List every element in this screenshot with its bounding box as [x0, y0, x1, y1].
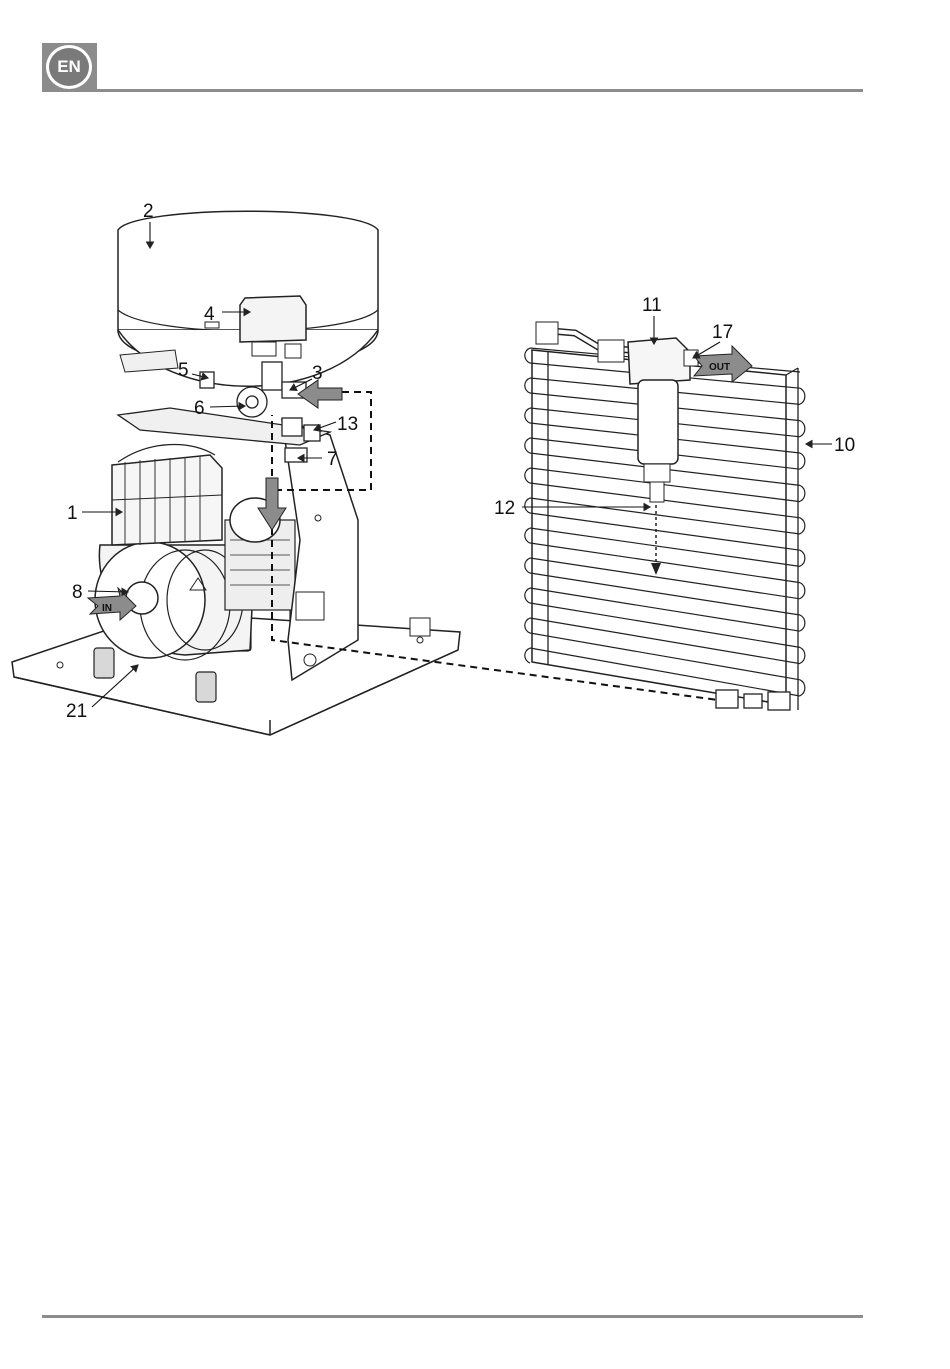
callout-17: 17 — [712, 322, 733, 343]
callout-12: 12 — [494, 498, 515, 519]
coil-bend-left — [525, 528, 530, 543]
coil-bend-left — [525, 468, 530, 483]
coil-bend-left — [525, 618, 530, 633]
coil-bend-right — [800, 550, 805, 566]
coil-bend-left — [525, 558, 530, 573]
coil-bend-right — [800, 680, 805, 696]
callout-7: 7 — [327, 449, 338, 470]
coil-bend-left — [525, 348, 530, 363]
callout-4: 4 — [204, 304, 215, 325]
coil-bend-right — [800, 583, 805, 599]
coil-bend-left — [525, 408, 530, 423]
coil-bend-left — [525, 588, 530, 603]
callout-2: 2 — [143, 201, 154, 222]
callout-10: 10 — [834, 435, 855, 456]
coil-bend-left — [525, 498, 530, 513]
callout-21: 21 — [66, 701, 87, 722]
compressor-head — [112, 445, 222, 545]
coil-bend-left — [525, 438, 530, 453]
callout-13: 13 — [337, 414, 358, 435]
callout-3: 3 — [312, 363, 323, 384]
coil-bend-right — [800, 388, 805, 404]
coil-bend-right — [800, 421, 805, 437]
inlet-label: IN — [102, 603, 112, 614]
callout-1: 1 — [67, 503, 78, 524]
coil-bend-right — [800, 453, 805, 469]
coil-bend-right — [800, 485, 805, 501]
coil-bend-left — [525, 378, 530, 393]
outlet-label: OUT — [709, 362, 730, 373]
callout-8: 8 — [72, 582, 83, 603]
callout-5: 5 — [178, 360, 189, 381]
coil-bend-right — [800, 615, 805, 631]
coil-bend-right — [800, 647, 805, 663]
coil-bend-right — [800, 518, 805, 534]
coil-bend-left — [525, 648, 530, 663]
callout-11: 11 — [642, 295, 662, 316]
callout-6: 6 — [194, 398, 205, 419]
